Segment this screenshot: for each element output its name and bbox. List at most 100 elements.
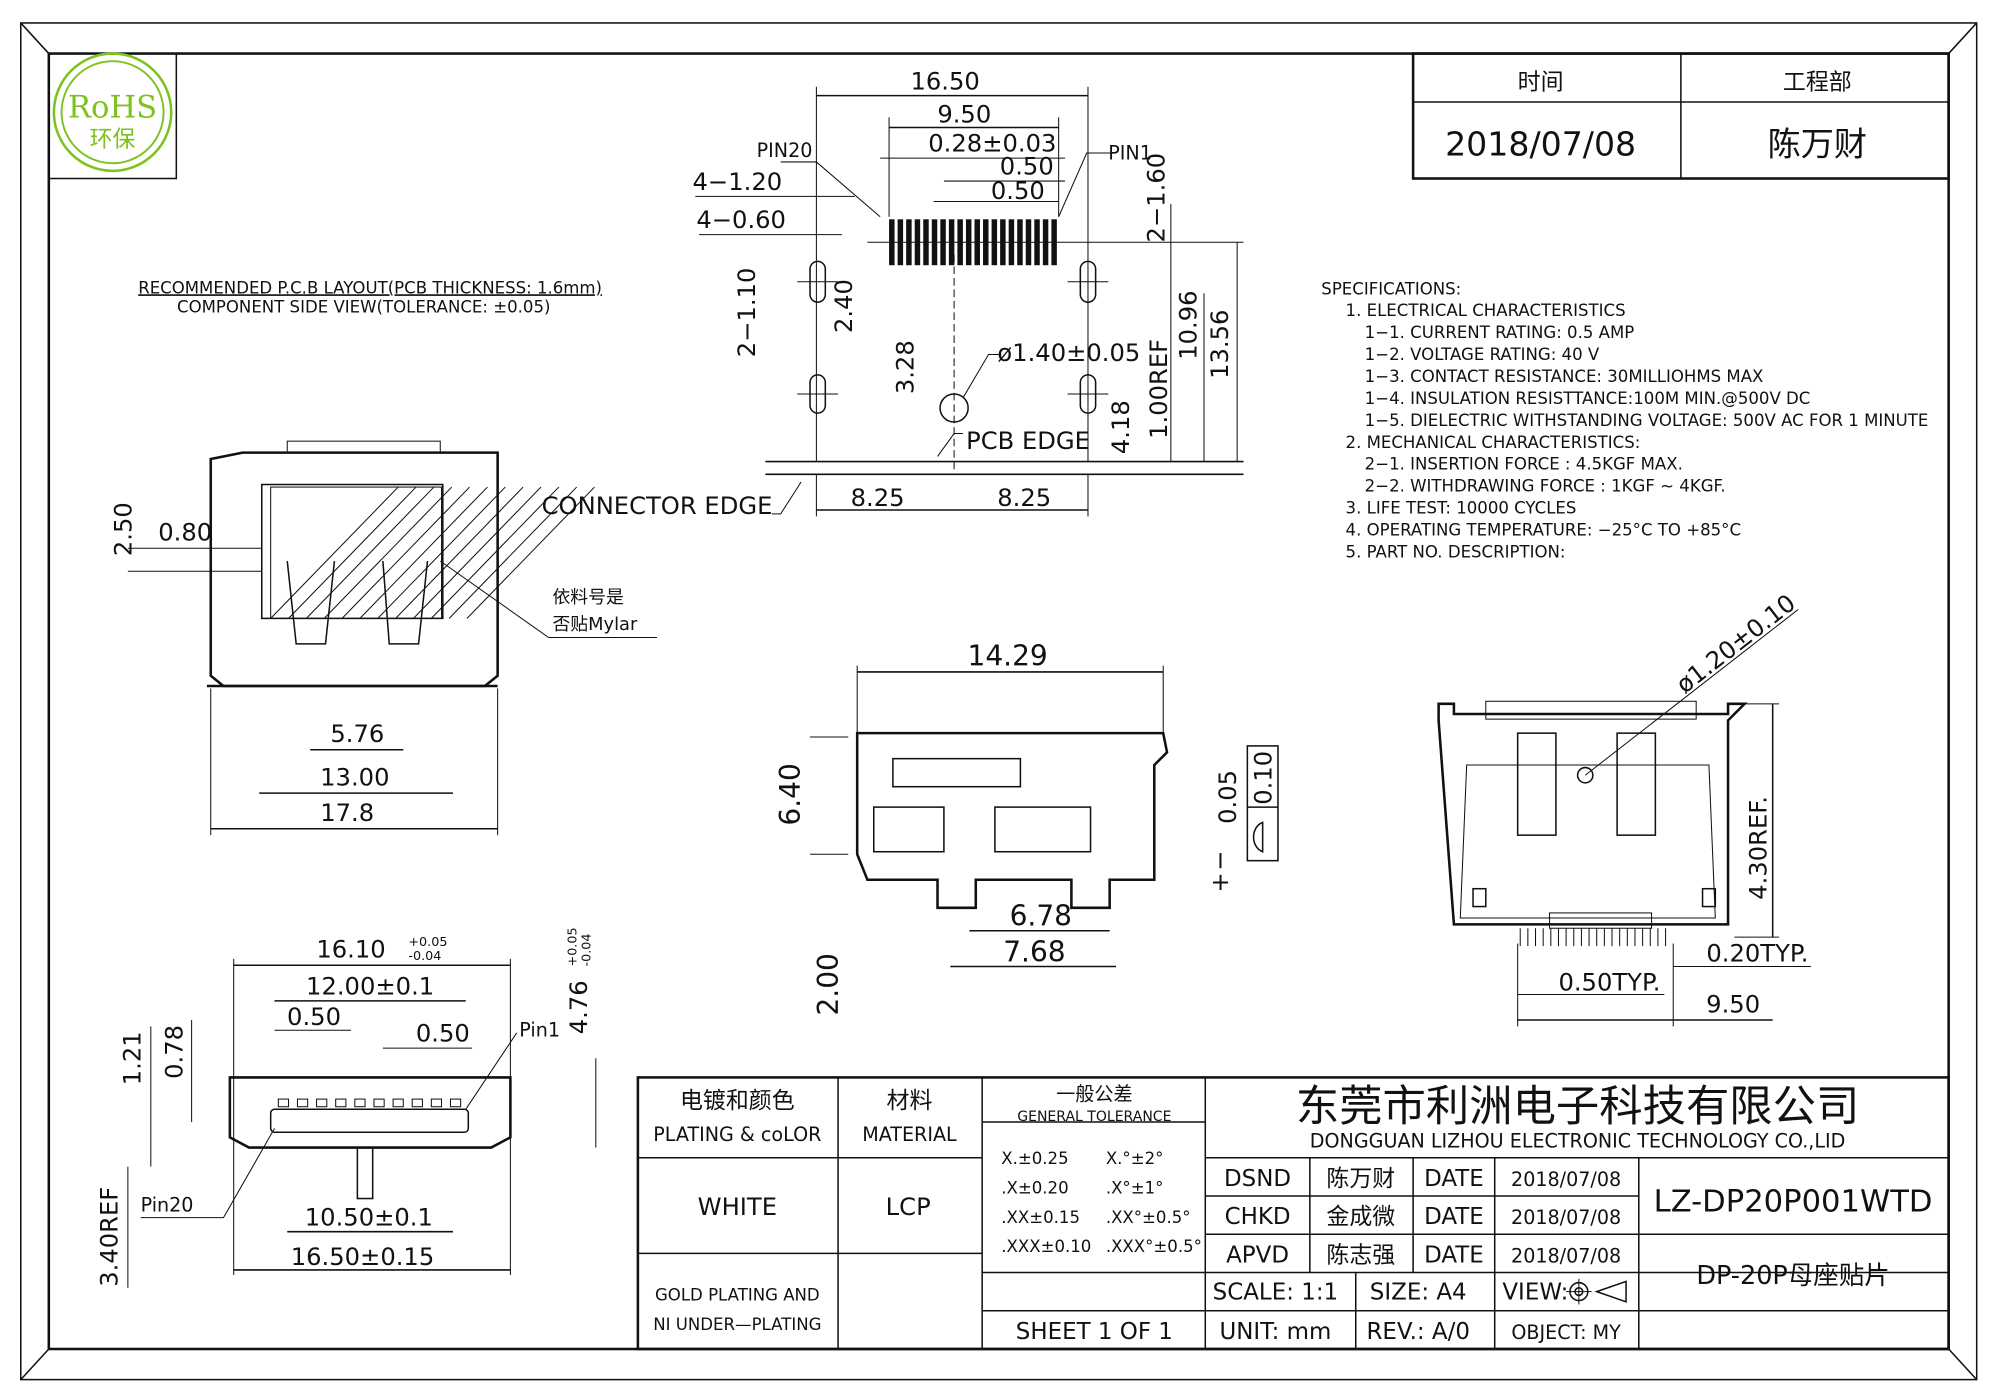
color-value: WHITE [698, 1193, 777, 1221]
approval-date: 2018/07/08 [1445, 125, 1636, 164]
dim-0-10: 0.10 [1250, 751, 1278, 805]
contact-pin [430, 1098, 443, 1108]
dim-9-50: 9.50 [937, 100, 991, 128]
dim-4-76-tol-dn: -0.04 [580, 933, 595, 966]
specifications: SPECIFICATIONS: 1. ELECTRICAL CHARACTERI… [1321, 280, 1928, 562]
dim-4-30ref: 4.30REF. [1744, 796, 1772, 900]
approval-time-header: 时间 [1518, 69, 1564, 95]
dim-2-40: 2.40 [830, 279, 858, 333]
dim-pitch-1: 0.50 [1000, 153, 1054, 181]
signature-name: 陈志强 [1326, 1242, 1395, 1268]
tolerance-angular: .XXX°±0.5° [1106, 1237, 1202, 1256]
contact-pin [411, 1098, 423, 1108]
dim-10-96: 10.96 [1174, 290, 1202, 359]
dim-slot-w2: 4−0.60 [696, 206, 786, 234]
dim-16-10-tol-dn: -0.04 [408, 949, 441, 964]
pcb-edge-label: PCB EDGE [966, 427, 1090, 455]
dim-1-00ref: 1.00REF [1145, 339, 1173, 439]
dim-16-50-front: 16.50±0.15 [291, 1243, 435, 1271]
dim-pin-width: 0.28±0.03 [928, 130, 1056, 158]
contact-pin [354, 1098, 366, 1108]
hatch-line [413, 486, 542, 619]
contact-pin [449, 1098, 462, 1108]
dim-0-20typ: 0.20TYP. [1706, 939, 1808, 967]
dim-7-68: 7.68 [1003, 935, 1065, 968]
dim-slot-w1: 4−1.20 [693, 168, 783, 196]
specs-title: SPECIFICATIONS: [1321, 280, 1461, 299]
spec-line: 2. MECHANICAL CHARACTERISTICS: [1346, 433, 1641, 452]
material-label-cn: 材料 [887, 1088, 933, 1114]
contact-pin [316, 1098, 328, 1108]
tolerance-linear: .XXX±0.10 [1001, 1237, 1091, 1256]
dim-pitch-2: 0.50 [991, 177, 1045, 205]
dim-16-50: 16.50 [911, 67, 980, 95]
hatch-line [448, 486, 578, 619]
dim-6-40: 6.40 [774, 763, 807, 825]
dim-4-76: 4.76 [565, 980, 593, 1034]
contact-pin [335, 1098, 347, 1108]
object-value: OBJECT: MY [1511, 1321, 1621, 1344]
company-name-en: DONGGUAN LIZHOU ELECTRONIC TECHNOLOGY CO… [1310, 1130, 1846, 1153]
projection-symbol-icon [1566, 1278, 1627, 1305]
hatch-line [430, 486, 560, 619]
material-value: LCP [886, 1193, 931, 1221]
signature-date: 2018/07/08 [1511, 1206, 1621, 1229]
contact-pin [392, 1098, 404, 1108]
unit-value: UNIT: mm [1219, 1319, 1331, 1345]
side-view: 14.29 6.40 6.78 7.68 2.00 0.05 0.10 − + [774, 640, 1279, 1016]
spec-line: 2−2. WITHDRAWING FORCE : 1KGF ~ 4KGF. [1365, 477, 1726, 496]
signature-role: CHKD [1225, 1204, 1291, 1230]
signature-role: DSND [1224, 1166, 1291, 1192]
rohs-text: RoHS [68, 90, 157, 125]
spec-line: 4. OPERATING TEMPERATURE: −25°C TO +85°C [1346, 521, 1741, 540]
tolerance-angular: X.°±2° [1106, 1149, 1164, 1168]
hatch-line [466, 486, 595, 619]
signature-date-label: DATE [1424, 1166, 1484, 1192]
mylar-hatch [270, 486, 595, 619]
dim-hole: ø1.40±0.05 [997, 339, 1140, 367]
tolerance-label-cn: 一般公差 [1056, 1082, 1132, 1105]
part-description: DP-20P母座贴片 [1696, 1261, 1889, 1291]
dim-8-25-right: 8.25 [997, 484, 1051, 512]
dim-13-00: 13.00 [320, 763, 389, 791]
dim-slot-h2: 2−1.60 [1142, 153, 1170, 243]
dim-0-50typ: 0.50TYP. [1558, 969, 1660, 997]
company-name-cn: 东莞市利洲电子科技有限公司 [1296, 1082, 1859, 1132]
signature-date: 2018/07/08 [1511, 1168, 1621, 1191]
spec-line: 1−3. CONTACT RESISTANCE: 30MILLIOHMS MAX [1365, 367, 1764, 386]
dim-0-80: 0.80 [158, 519, 212, 547]
spec-line: 3. LIFE TEST: 10000 CYCLES [1346, 499, 1577, 518]
tolerance-plus: + [1210, 868, 1230, 896]
approval-dept-header: 工程部 [1783, 69, 1852, 95]
dim-4-18: 4.18 [1107, 400, 1135, 454]
contact-pin [373, 1098, 385, 1108]
spec-line: 1−4. INSULATION RESISTTANCE:100M MIN.@50… [1365, 389, 1811, 408]
hatch-line [341, 486, 470, 619]
hatch-line [288, 486, 417, 619]
mating-face-view: 16.10 +0.05 -0.04 12.00±0.1 0.50 0.50 Pi… [96, 927, 597, 1288]
hatch-line [377, 486, 506, 619]
dim-1-21: 1.21 [119, 1031, 147, 1085]
hatch-line [359, 486, 488, 619]
dim-5-76: 5.76 [330, 720, 384, 748]
signature-date: 2018/07/08 [1511, 1244, 1621, 1267]
dim-9-50-rear: 9.50 [1706, 990, 1760, 1018]
front-view: 2.50 0.80 5.76 13.00 17.8 依料号是 否贴Mylar [110, 440, 658, 836]
signature-date-label: DATE [1424, 1204, 1484, 1230]
dim-0-05: 0.05 [1214, 770, 1242, 824]
dim-2-50: 2.50 [110, 502, 138, 556]
dim-16-10-tol-up: +0.05 [408, 935, 447, 950]
contact-pin [277, 1098, 290, 1108]
tolerance-angular: .XX°±0.5° [1106, 1208, 1191, 1227]
signature-name: 金成微 [1326, 1204, 1395, 1230]
material-label-en: MATERIAL [862, 1123, 957, 1146]
tolerance-linear: .X±0.20 [1001, 1178, 1068, 1197]
dim-3-28: 3.28 [891, 340, 919, 394]
part-number: LZ-DP20P001WTD [1654, 1184, 1933, 1219]
signature-name: 陈万财 [1326, 1166, 1395, 1192]
title-block: 电镀和颜色 PLATING & coLOR 材料 MATERIAL 一般公差 G… [636, 1076, 1950, 1351]
dim-4-76-tol-up: +0.05 [566, 927, 581, 966]
revision-value: REV.: A/0 [1366, 1319, 1470, 1345]
hatch-line [270, 486, 399, 619]
